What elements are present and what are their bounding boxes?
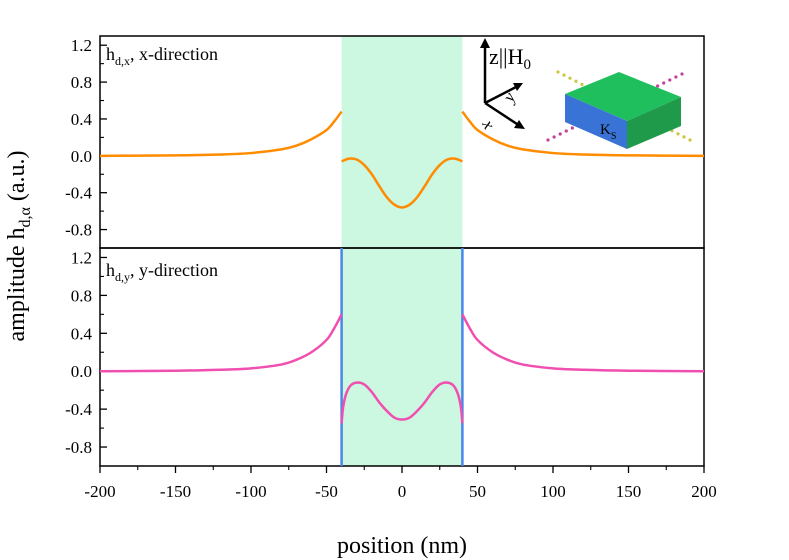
cube-side-face xyxy=(565,94,627,149)
x-axis: -200 -150 -100 -50 0 50 100 150 200 xyxy=(84,466,717,501)
dot xyxy=(568,76,572,80)
y-tick-label: 1.2 xyxy=(71,248,92,267)
coordinate-axes xyxy=(483,44,521,128)
x-axis-arrow xyxy=(484,101,521,128)
y-tick-label: -0.4 xyxy=(65,400,92,419)
x-axis-letter: x xyxy=(478,116,499,133)
x-axis-title: position (nm) xyxy=(337,533,467,559)
series-line-outside-left xyxy=(99,313,343,373)
ks-label: KS xyxy=(600,122,616,142)
z-h0-label: z||H0 xyxy=(489,44,531,73)
series-line-outside-right xyxy=(461,313,705,373)
y-tick-label: 0.4 xyxy=(71,110,93,129)
x-tick-label: 0 xyxy=(398,482,407,501)
dot xyxy=(552,135,556,139)
y-arrowhead xyxy=(513,83,523,91)
dot xyxy=(564,129,568,133)
series-line-inside xyxy=(341,157,463,209)
dot xyxy=(546,138,550,142)
y-tick-label: 0.4 xyxy=(71,324,93,343)
dot xyxy=(682,135,686,139)
y-tick-label: -0.8 xyxy=(65,438,92,457)
z-arrowhead xyxy=(480,38,490,48)
x-tick-label: -100 xyxy=(235,482,266,501)
x-tick-label: -150 xyxy=(160,482,191,501)
dot xyxy=(668,78,672,82)
panel-y-direction: hd,y, y-direction 1.2 0.8 0.4 0.0 -0.4 -0.8 xyxy=(65,247,705,467)
y-axis-arrow xyxy=(484,84,519,105)
dot xyxy=(556,70,560,74)
series-line-outside-left xyxy=(99,110,343,158)
inset-schematic: z||H0 y x KS xyxy=(478,38,692,149)
y-tick-label: 1.2 xyxy=(71,36,92,55)
x-tick-label: -200 xyxy=(84,482,115,501)
dot xyxy=(688,138,692,142)
dot xyxy=(574,79,578,83)
highlight-region xyxy=(341,36,463,466)
dot xyxy=(662,81,666,85)
x-arrowhead xyxy=(514,120,525,129)
y-tick-label: 0.0 xyxy=(71,362,92,381)
y-tick-label: 0.0 xyxy=(71,147,92,166)
y-axis-title: amplitude hd,α (a.u.) xyxy=(4,150,34,341)
dot xyxy=(656,84,660,88)
y-tick-label: -0.8 xyxy=(65,221,92,240)
x-tick-label: 150 xyxy=(616,482,642,501)
dot xyxy=(562,73,566,77)
x-tick-label: -50 xyxy=(315,482,338,501)
dot xyxy=(674,75,678,79)
y-tick-label: 0.8 xyxy=(71,73,92,92)
y-tick-label: -0.4 xyxy=(65,184,92,203)
panel-label-y: hd,y, y-direction xyxy=(106,260,218,284)
series-line-outside-right xyxy=(461,110,705,158)
panel-x-direction: hd,x, x-direction 1.2 0.8 0.4 0.0 -0.4 -0.8 xyxy=(65,35,705,249)
dot xyxy=(580,82,584,86)
dot xyxy=(558,132,562,136)
dot xyxy=(680,72,684,76)
y-tick-label: 0.8 xyxy=(71,286,92,305)
x-tick-label: 50 xyxy=(469,482,486,501)
series-line-inside xyxy=(340,381,464,424)
cube-top-face xyxy=(565,72,681,121)
dot xyxy=(676,132,680,136)
panel-label-x: hd,x, x-direction xyxy=(106,44,218,68)
dot xyxy=(570,126,574,130)
x-tick-label: 200 xyxy=(691,482,717,501)
cube-front-face xyxy=(627,97,681,149)
x-tick-label: 100 xyxy=(540,482,566,501)
